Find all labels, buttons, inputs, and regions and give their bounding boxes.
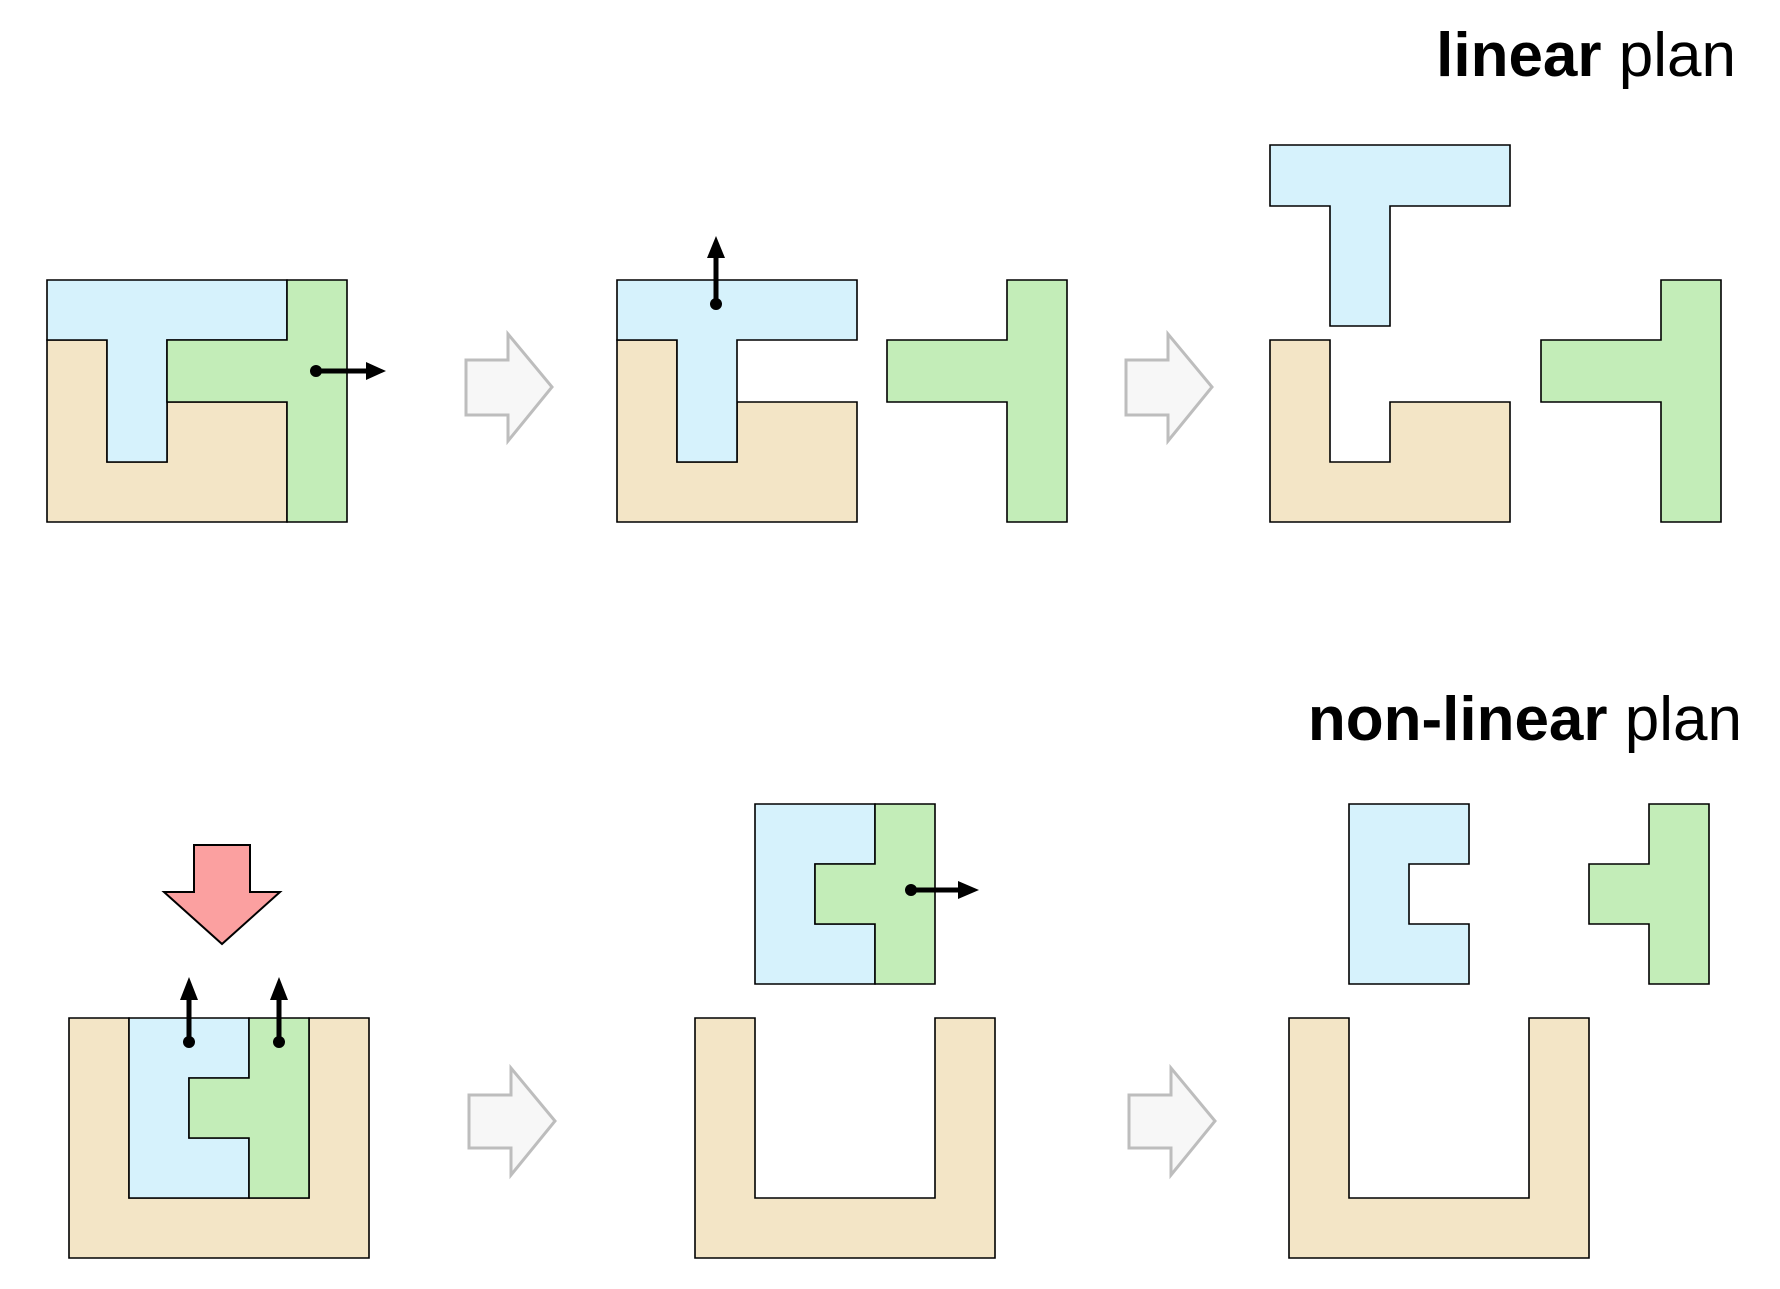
green-piece [814, 803, 936, 985]
title-bold: non-linear [1307, 685, 1608, 754]
linear-step-2 [616, 236, 1068, 523]
step-arrow-icon [467, 1063, 557, 1180]
move-up-arrow-icon [270, 977, 288, 1048]
green-piece [886, 279, 1068, 523]
title-rest: plan [1607, 685, 1742, 754]
linear-step-1 [46, 279, 386, 523]
green-piece [1588, 803, 1710, 985]
blue-piece [1348, 803, 1470, 985]
step-arrow-icon [464, 329, 554, 446]
step-arrow-icon [1127, 1063, 1217, 1180]
insert-arrow-icon [161, 844, 283, 946]
move-right-arrow-icon [310, 362, 386, 380]
nonlinear-step-1 [68, 844, 370, 1259]
nonlinear-step-2 [694, 803, 996, 1259]
green-piece [188, 1017, 310, 1199]
tan-piece [1269, 339, 1511, 523]
move-right-arrow-icon [905, 881, 979, 899]
linear-step-3 [1269, 144, 1722, 523]
green-piece [1540, 279, 1722, 523]
title-rest: plan [1601, 21, 1736, 90]
tan-u-piece [694, 1017, 996, 1259]
nonlinear-plan-title: non-linear plan [1308, 684, 1742, 755]
move-up-arrow-icon [707, 236, 725, 310]
step-arrow-icon [1124, 329, 1214, 446]
nonlinear-step-3 [1288, 803, 1710, 1259]
title-bold: linear [1436, 21, 1602, 90]
blue-piece [1269, 144, 1511, 327]
linear-plan-title: linear plan [1436, 20, 1736, 91]
green-piece [166, 279, 348, 523]
tan-u-piece [1288, 1017, 1590, 1259]
move-up-arrow-icon [180, 977, 198, 1048]
blue-piece [616, 279, 858, 463]
